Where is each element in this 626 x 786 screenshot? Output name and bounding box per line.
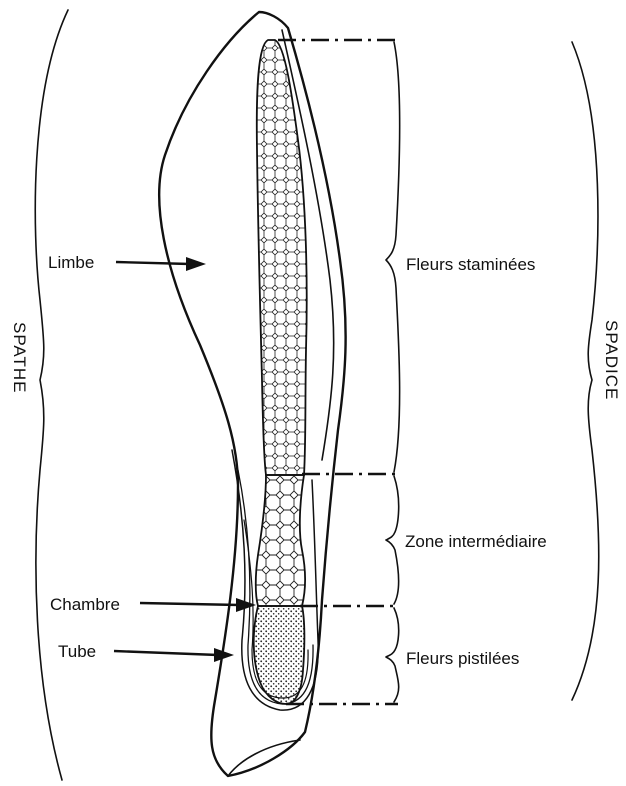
brace-staminate [386, 42, 400, 472]
brace-intermediate [386, 476, 399, 604]
arrow-chambre [140, 598, 256, 612]
label-spadice: SPADICE [602, 320, 621, 400]
spadix-intermediate-zone [256, 475, 305, 606]
label-chambre: Chambre [50, 595, 120, 614]
spadix-brace [572, 42, 599, 700]
spathe-brace [35, 10, 68, 780]
label-spathe: SPATHE [10, 322, 29, 394]
label-limbe: Limbe [48, 253, 94, 272]
label-fleurs-staminees: Fleurs staminées [406, 255, 535, 274]
arrow-tube [114, 648, 234, 662]
spathe-base-fold [228, 740, 300, 776]
label-zone-intermediaire: Zone intermédiaire [405, 532, 547, 551]
brace-pistillate [386, 608, 399, 702]
label-fleurs-pistilees: Fleurs pistilées [406, 649, 519, 668]
arrow-limbe [116, 257, 206, 271]
label-tube: Tube [58, 642, 96, 661]
spadix-pistillate-zone [254, 606, 305, 704]
